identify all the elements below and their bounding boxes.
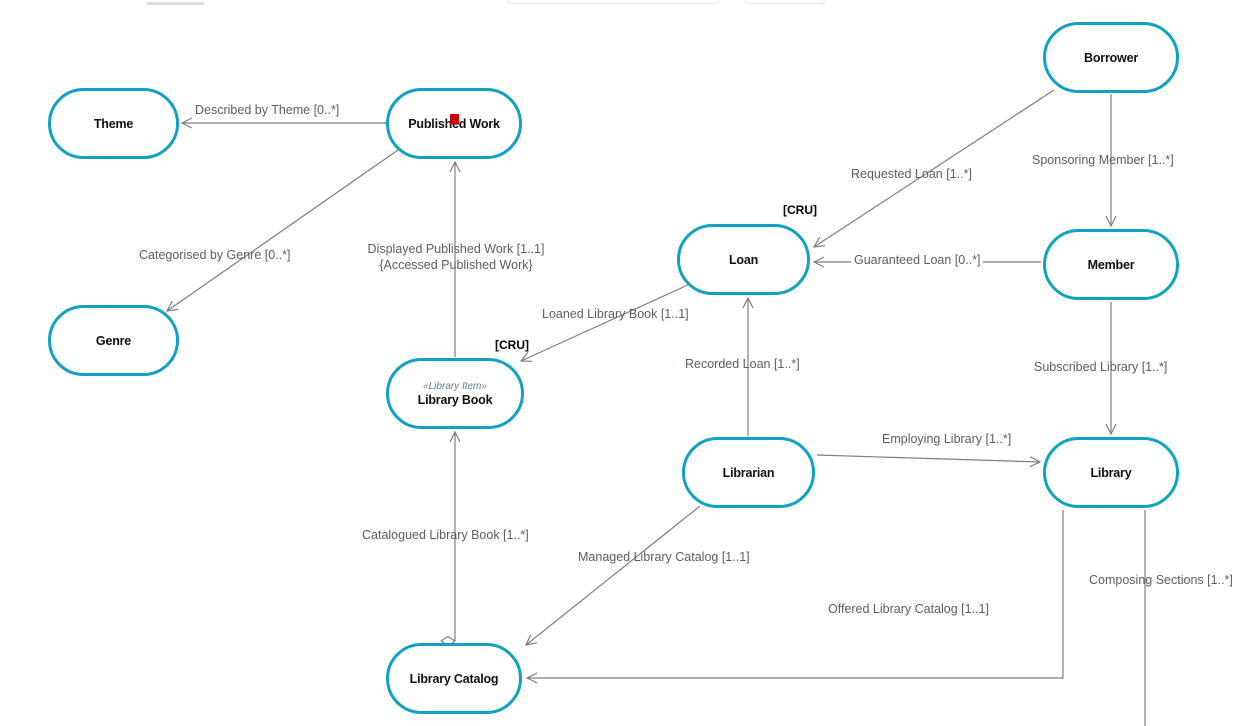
cru-tag-loan: [CRU] [783,203,817,217]
panel-ghost-right [745,0,825,4]
node-library-catalog[interactable]: Library Catalog [386,643,522,714]
node-loan-label: Loan [728,252,759,267]
node-borrower-label: Borrower [1084,50,1138,65]
node-library-book-stereotype: «Library Item» [423,380,487,392]
node-member-label: Member [1087,257,1135,272]
node-genre[interactable]: Genre [48,305,179,376]
cru-tag-library-book: [CRU] [495,338,529,352]
edge-label-requested-loan: Requested Loan [1..*] [851,167,972,181]
toolbar-ghost-bar [147,2,204,5]
node-library-catalog-label: Library Catalog [409,671,499,686]
edge-label-offered-library-catalog: Offered Library Catalog [1..1] [828,602,989,616]
node-library[interactable]: Library [1043,437,1179,508]
node-library-book[interactable]: «Library Item» Library Book [386,358,524,429]
node-librarian-label: Librarian [722,465,775,480]
edge-requested-loan [814,89,1055,247]
edge-label-catalogued-library-book: Catalogued Library Book [1..*] [362,528,529,542]
edge-label-employing-library: Employing Library [1..*] [882,432,1012,446]
edge-employing-library [816,454,1040,462]
edge-label-managed-library-catalog: Managed Library Catalog [1..1] [578,550,750,564]
text-caret-marker [450,114,459,124]
edge-label-loaned-library-book: Loaned Library Book [1..1] [542,307,689,321]
node-theme-label: Theme [93,116,134,131]
edge-label-described-by-theme: Described by Theme [0..*] [195,103,340,117]
node-theme[interactable]: Theme [48,88,179,159]
edge-label-guaranteed-loan: Guaranteed Loan [0..*] [851,252,984,268]
edge-label-categorised-by-genre: Categorised by Genre [0..*] [139,248,291,262]
edge-loaned-library-book [521,283,691,361]
edge-label-sponsoring-member: Sponsoring Member [1..*] [1032,153,1174,167]
node-librarian[interactable]: Librarian [682,437,815,508]
edge-categorised-by-genre [167,149,399,311]
node-member[interactable]: Member [1043,229,1179,300]
node-loan[interactable]: Loan [677,224,810,295]
edge-label-recorded-loan: Recorded Loan [1..*] [685,357,800,371]
edge-offered-library-catalog [527,510,1064,678]
node-library-label: Library [1090,465,1132,480]
edge-managed-library-catalog [526,505,701,645]
edge-label-subscribed-library: Subscribed Library [1..*] [1034,360,1168,374]
panel-ghost-left [507,0,719,4]
node-borrower[interactable]: Borrower [1043,22,1179,93]
edge-label-displayed-published-work: Displayed Published Work [1..1] {Accesse… [367,242,545,272]
node-genre-label: Genre [95,333,132,348]
edge-label-composing-sections: Composing Sections [1..*] [1089,573,1233,587]
node-library-book-label: Library Book [417,392,493,407]
